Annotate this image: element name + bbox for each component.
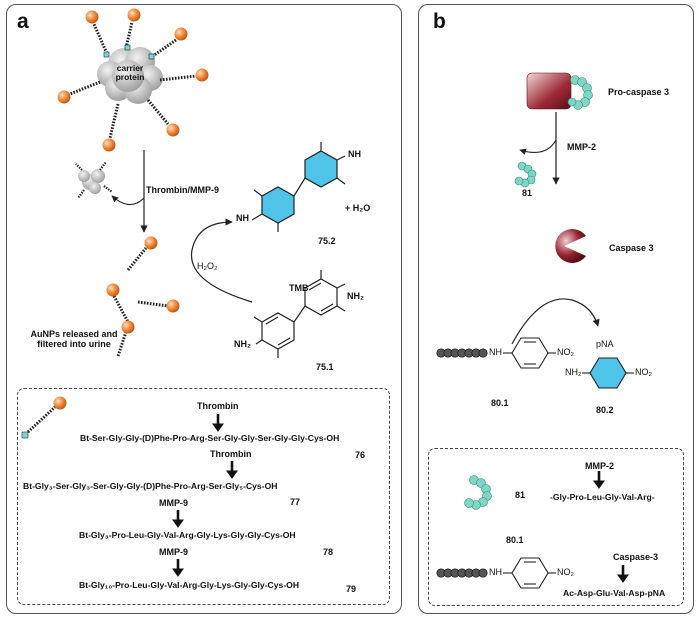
substrate-chain-icon — [436, 348, 488, 358]
panel-a-letter: a — [17, 10, 29, 33]
legend-mmp2-label: MMP-2 — [585, 461, 614, 471]
seq77-id: 77 — [290, 497, 301, 507]
legend-substrate-id: 80.1 — [506, 535, 524, 545]
substrate-pna-ring — [503, 337, 556, 369]
compound-75-2-id: 75.2 — [318, 236, 336, 246]
panel-b-legend-box — [428, 448, 684, 606]
legend-arrows — [593, 471, 629, 583]
seq78-id: 78 — [323, 547, 334, 557]
legend-conjugate-icon — [21, 396, 67, 439]
carrier-protein-icon — [97, 47, 163, 104]
oxidation-arrow — [190, 218, 253, 303]
caspase3-icon — [555, 229, 586, 263]
caspase-label: Caspase 3 — [609, 243, 654, 253]
plus-h2o-label: + H₂O — [345, 203, 371, 213]
cleavage-site-arrows — [172, 414, 238, 577]
seq78-enzyme: MMP-9 — [159, 498, 188, 508]
peptide-linker-icons — [69, 21, 197, 139]
pna-nh2: NH₂ — [565, 367, 582, 377]
fragment-81-id: 81 — [522, 188, 533, 198]
substrate-nh: NH — [489, 347, 502, 357]
oxidized-nh-left: NH — [236, 213, 249, 223]
cleaved-carrier-icon — [75, 161, 113, 199]
caspase-cleavage-arrow — [511, 298, 600, 345]
tmb-nh2-left: NH₂ — [234, 339, 251, 349]
seq79-id: 79 — [346, 584, 357, 594]
legend-fragment-id: 81 — [515, 490, 526, 500]
seq76-peptide: Bt-Ser-Gly-Gly-(D)Phe-Pro-Arg-Ser-Gly-Gl… — [80, 433, 340, 443]
carrier-label: carrier protein — [115, 63, 145, 83]
legend-no2: NO₂ — [557, 567, 574, 577]
substrate-80-1-id: 80.1 — [491, 398, 509, 408]
seq79-peptide: Bt-Gly₁₀-Pro-Leu-Gly-Val-Arg-Gly-Lys-Gly… — [79, 580, 300, 590]
panel-a-legend-box — [17, 388, 390, 605]
h2o2-label: H₂O₂ — [197, 261, 218, 271]
legend-fragment-icon — [464, 475, 492, 510]
tmb-label: TMB — [289, 283, 309, 293]
seq76-enzyme: Thrombin — [197, 401, 239, 411]
legend-mmp2-seq: -Gly-Pro-Leu-Gly-Val-Arg- — [550, 492, 655, 502]
legend-nh: NH — [489, 567, 502, 577]
released-aunp-icons — [112, 247, 169, 357]
tmb-nh2-right: NH₂ — [347, 291, 364, 301]
seq79-enzyme: MMP-9 — [159, 547, 188, 557]
biotin-anchor-icons — [103, 44, 155, 60]
gold-nanoparticle-icons — [57, 8, 209, 152]
procaspase-label: Pro-caspase 3 — [608, 87, 670, 97]
seq77-peptide: Bt-Gly₃-Ser-Gly₃-Ser-Gly-Gly-(D)Phe-Pro-… — [23, 481, 278, 491]
pna-label: pNA — [596, 339, 614, 349]
legend-caspase-seq: Ac-Asp-Glu-Val-Asp-pNA — [563, 588, 666, 598]
legend-substrate-icon — [436, 557, 556, 589]
fragment-81-icon — [514, 161, 537, 188]
procaspase-icon — [526, 72, 593, 110]
panel-b-letter: b — [433, 10, 446, 33]
pna-no2: NO₂ — [635, 367, 652, 377]
legend-caspase3-label: Caspase-3 — [613, 552, 659, 562]
seq77-enzyme: Thrombin — [210, 449, 252, 459]
seq76-id: 76 — [355, 450, 366, 460]
mmp2-label: MMP-2 — [567, 142, 596, 152]
panel-a-frame — [6, 4, 402, 614]
compound-75-1-id: 75.1 — [316, 362, 334, 372]
released-label: AuNPs released and filtered into urine — [30, 329, 118, 349]
product-80-2-id: 80.2 — [596, 405, 614, 415]
pna-structure — [582, 357, 634, 389]
seq78-peptide: Bt-Gly₃-Pro-Leu-Gly-Val-Arg-Gly-Lys-Gly-… — [79, 530, 296, 540]
enzyme-label: Thrombin/MMP-9 — [146, 185, 219, 195]
tmb-structure — [253, 270, 346, 358]
oxidized-nh-right: NH — [348, 149, 361, 159]
oxidized-tmb-structure — [251, 142, 346, 232]
substrate-no2: NO₂ — [557, 347, 574, 357]
